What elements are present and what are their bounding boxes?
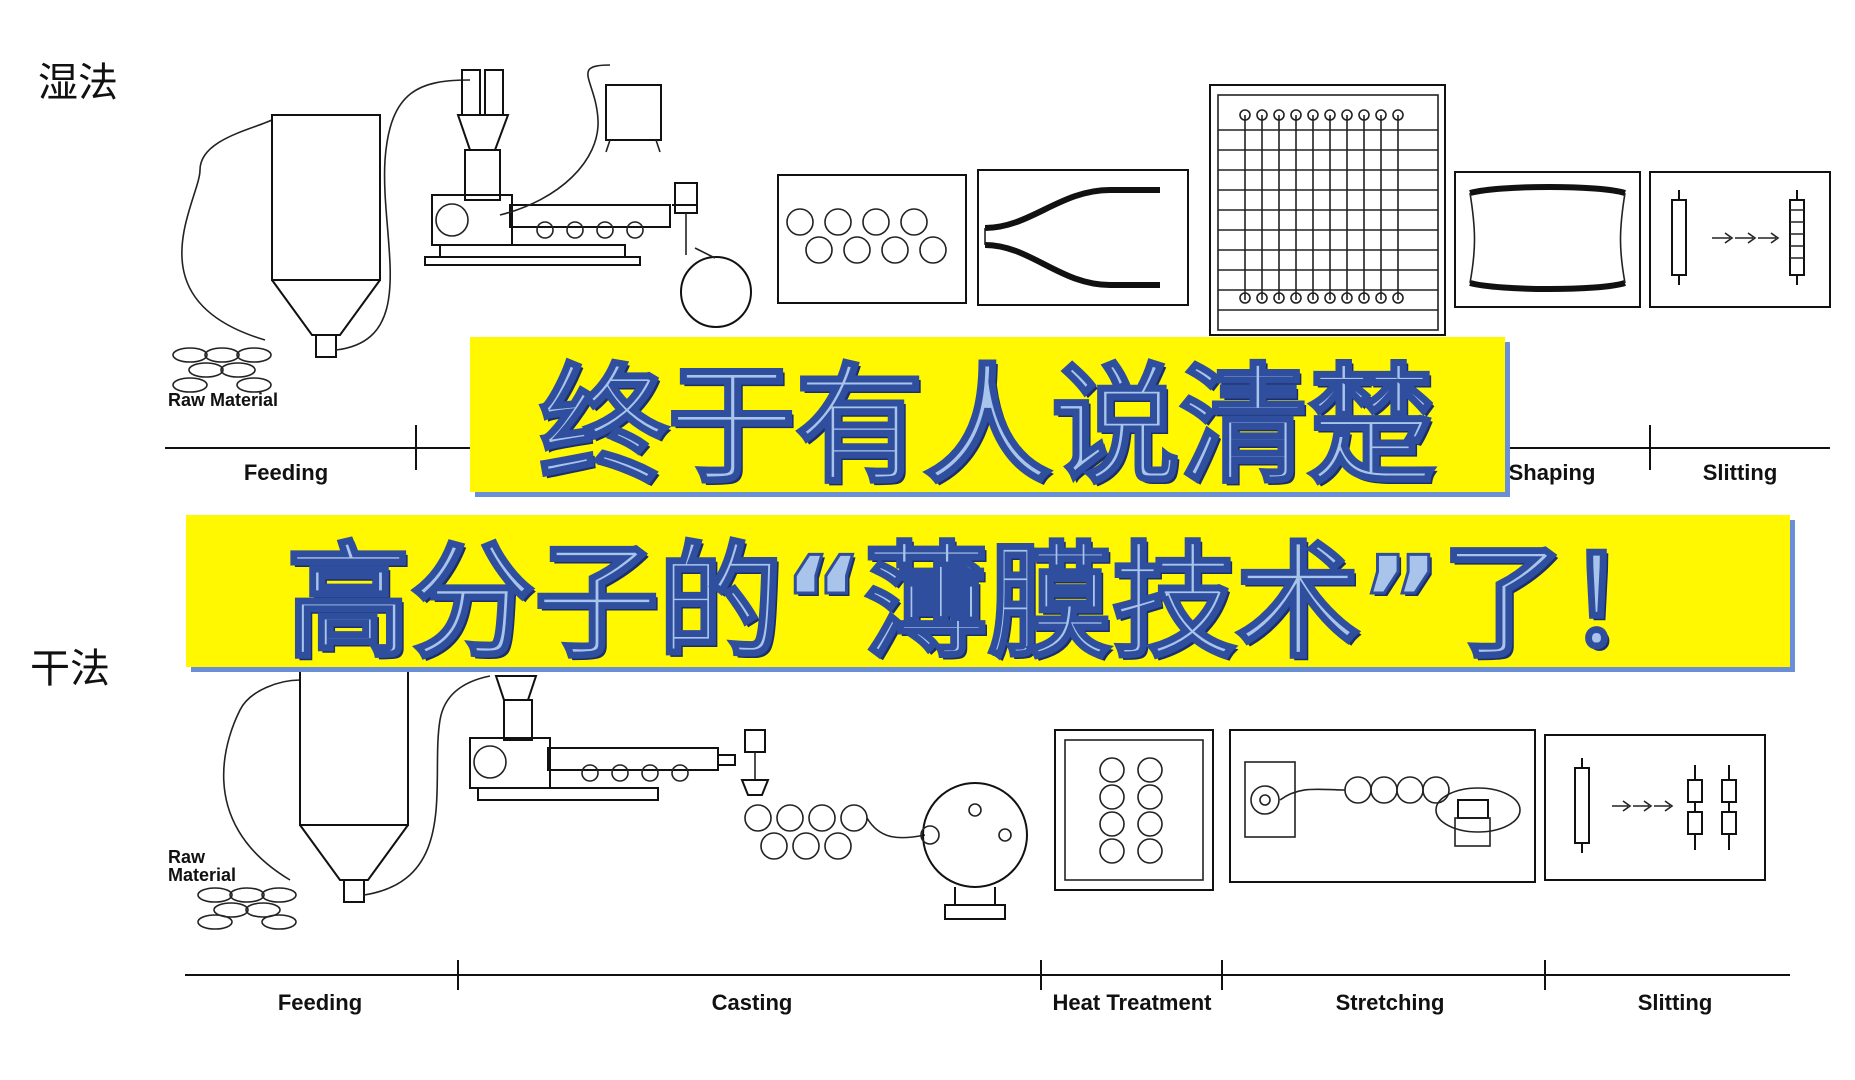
dry-method-label: 干法	[30, 646, 110, 692]
dry-stage-slitting: Slitting	[1638, 990, 1713, 1015]
dry-stage-feeding: Feeding	[278, 990, 362, 1015]
wet-shaping-box	[1454, 171, 1641, 308]
dry-raw-material-label-line1: Raw	[168, 847, 206, 867]
dry-silo-icon	[299, 669, 409, 903]
wet-transfer-hose	[335, 79, 471, 351]
wet-stage-feeding: Feeding	[244, 460, 328, 485]
wet-casting-rollers-box	[777, 174, 967, 304]
dry-process-diagram: Raw Material	[168, 669, 1790, 1015]
wet-feed-hose	[181, 119, 273, 341]
wet-silo-icon	[271, 114, 381, 358]
wet-timeline-ticks	[415, 425, 1651, 470]
dry-heat-treatment-oven	[1054, 729, 1214, 891]
dry-slitting-box	[1544, 734, 1766, 881]
wet-extruder-icon	[424, 64, 671, 266]
title-line1-text: 终于有人说清楚	[538, 351, 1437, 503]
title-banner-line2: 高分子的“薄膜技术”了！	[186, 515, 1790, 677]
wet-stage-shaping: Shaping	[1509, 460, 1596, 485]
dry-casting-rollers	[744, 804, 926, 860]
wet-method-label: 湿法	[38, 60, 118, 106]
dry-transfer-hose	[363, 675, 491, 896]
wet-die-icon	[672, 182, 752, 328]
dry-timeline-ticks	[457, 960, 1546, 990]
title-line2-text: 高分子的“薄膜技术”了！	[285, 530, 1691, 677]
wet-raw-material-label: Raw Material	[168, 390, 278, 410]
dry-raw-material-label-line2: Material	[168, 865, 236, 885]
wet-extraction-bath	[1209, 84, 1446, 336]
dry-stage-heat-treatment: Heat Treatment	[1053, 990, 1213, 1015]
wet-stage-slitting: Slitting	[1703, 460, 1778, 485]
dry-feed-hose	[222, 679, 301, 881]
dry-stage-casting: Casting	[712, 990, 793, 1015]
wet-stretching-box	[977, 169, 1189, 306]
wet-process-diagram: Raw Material	[165, 64, 1831, 485]
wet-slitting-box	[1649, 171, 1831, 308]
dry-takeup-drum-icon	[920, 782, 1028, 920]
title-banner-line1: 终于有人说清楚	[470, 337, 1505, 503]
dry-raw-material-pile-icon	[197, 887, 297, 930]
wet-raw-material-pile-icon	[172, 347, 272, 393]
dry-stage-stretching: Stretching	[1336, 990, 1445, 1015]
dry-extruder-icon	[469, 675, 736, 801]
dry-die-icon	[740, 729, 770, 796]
dry-stretching-box	[1229, 729, 1536, 883]
